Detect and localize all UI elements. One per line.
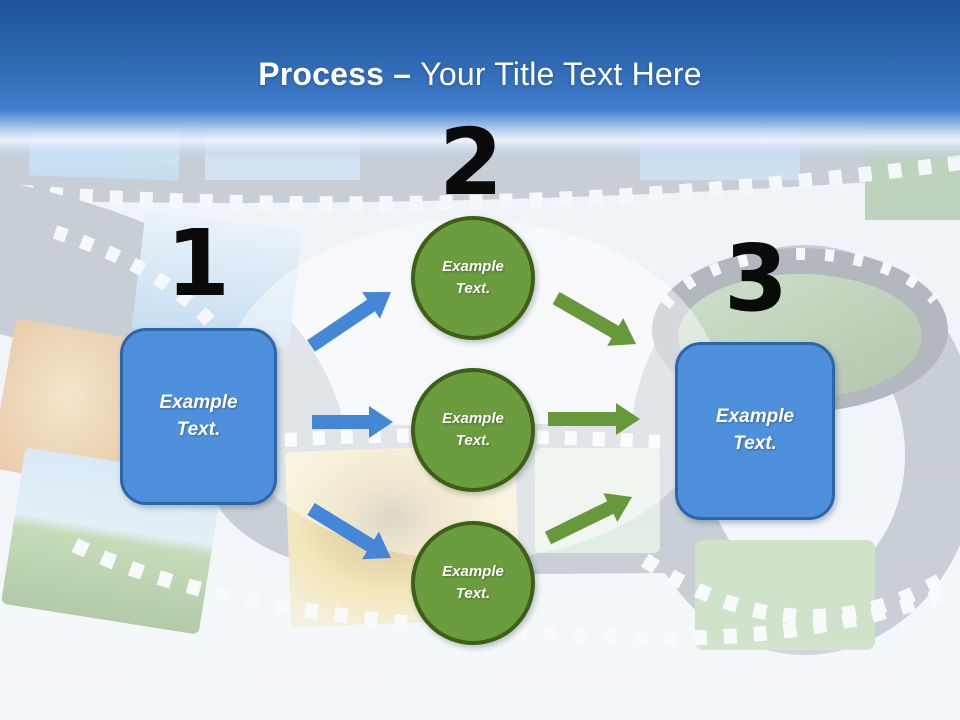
green-arrow-up-right xyxy=(544,493,632,545)
blue-arrow-middle xyxy=(312,406,393,438)
process-box-step-1[interactable]: Example Text. xyxy=(120,328,277,505)
circle-text-line: Text. xyxy=(455,280,491,297)
slide-title-keyword: Process – xyxy=(258,56,412,92)
blue-arrow-down-right xyxy=(307,503,391,560)
circle-text-line: Example xyxy=(442,563,504,581)
circle-text-line: Text. xyxy=(455,432,491,449)
slide-title-placeholder[interactable]: Process –Your Title Text Here xyxy=(0,56,960,93)
process-circle-step-2-middle[interactable]: Example Text. xyxy=(411,368,535,492)
green-arrow-middle xyxy=(548,403,640,435)
step-number-3: 3 xyxy=(723,225,789,332)
slide-title-text: Your Title Text Here xyxy=(420,56,702,92)
process-box-step-3[interactable]: Example Text. xyxy=(675,342,835,520)
box-text-line: Text. xyxy=(733,433,777,454)
circle-text-line: Example xyxy=(442,410,504,428)
blue-arrow-up-right xyxy=(307,292,391,352)
green-arrow-down-right xyxy=(552,291,636,346)
process-circle-step-2-bottom[interactable]: Example Text. xyxy=(411,521,535,645)
circle-text-line: Example xyxy=(442,258,504,276)
step-number-2: 2 xyxy=(438,109,504,216)
step-number-1: 1 xyxy=(165,210,231,317)
process-circle-step-2-top[interactable]: Example Text. xyxy=(411,216,535,340)
box-text-line: Example xyxy=(159,391,238,413)
box-text-line: Text. xyxy=(176,418,221,440)
box-text-line: Example xyxy=(715,406,795,428)
circle-text-line: Text. xyxy=(455,585,491,602)
title-bar xyxy=(0,0,960,160)
bottom-fade xyxy=(0,640,960,720)
